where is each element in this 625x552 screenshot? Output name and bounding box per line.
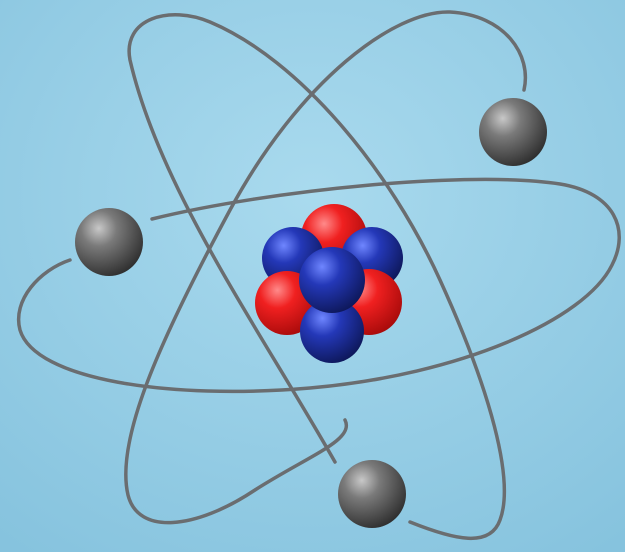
electron-bottom <box>338 460 406 528</box>
neutron-center <box>299 247 365 313</box>
electron-top-right <box>479 98 547 166</box>
electron-left <box>75 208 143 276</box>
